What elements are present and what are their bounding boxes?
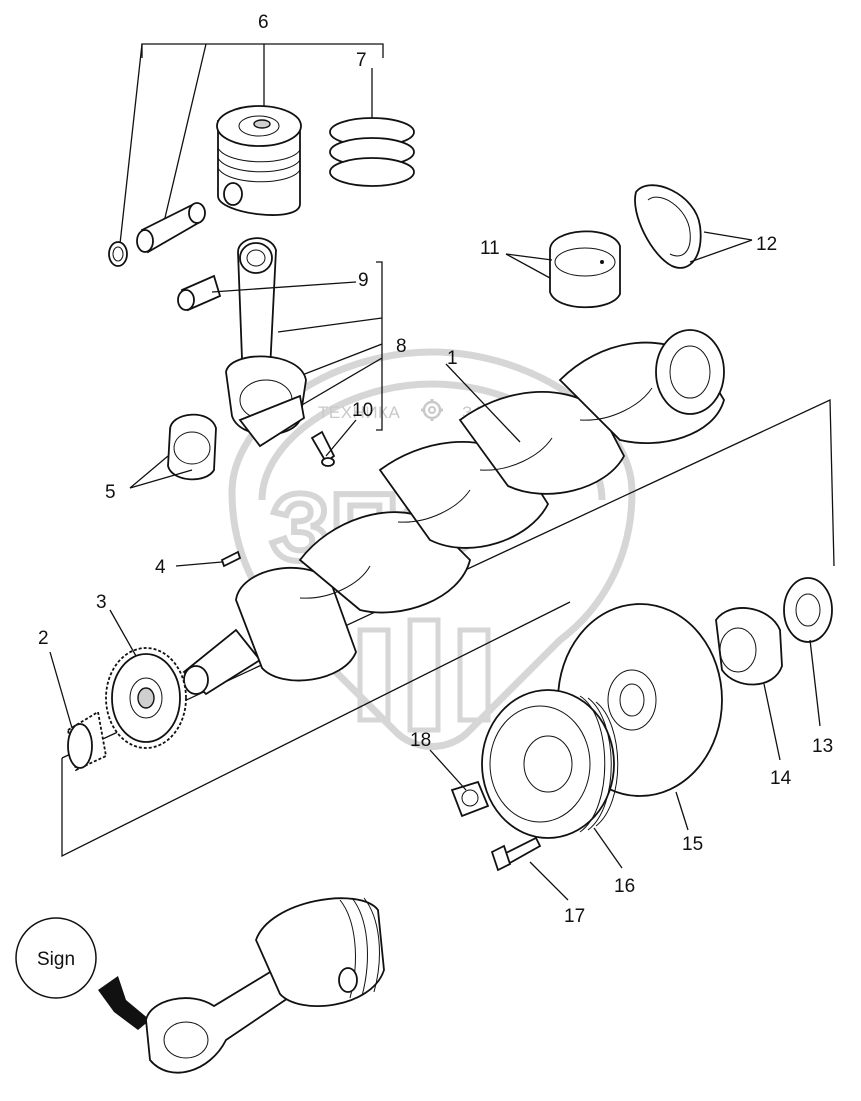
watermark-tower-middle (407, 617, 441, 733)
sign-label: Sign (37, 949, 75, 970)
callout-4: 4 (155, 557, 166, 578)
leader-lines (49, 68, 821, 901)
piston-pin (136, 202, 206, 254)
sign-inset: Sign (15, 897, 385, 1074)
callout-11: 11 (480, 238, 500, 259)
bracket-8 (247, 261, 383, 431)
callout-18: 18 (410, 730, 431, 751)
hub (715, 607, 783, 686)
nut (450, 780, 490, 818)
pulley (481, 689, 619, 839)
watermark-tower-right (457, 627, 491, 723)
callout-14: 14 (770, 768, 792, 789)
main-bearing-shells (549, 230, 621, 309)
callout-7: 7 (356, 50, 367, 71)
bracket-6 (117, 43, 384, 263)
callout-6: 6 (258, 12, 269, 33)
callout-13: 13 (812, 736, 833, 757)
watermark-text-left: ТЕХНИКА (318, 403, 400, 422)
watermark-tower-left (357, 627, 391, 723)
callout-17: 17 (564, 906, 585, 927)
key (220, 550, 242, 568)
pulley-bolt (490, 836, 542, 872)
arrow-icon (98, 976, 150, 1030)
sign-circle (15, 917, 97, 999)
rod-bearing-shells (167, 413, 217, 481)
callout-10: 10 (352, 400, 373, 421)
callout-8: 8 (396, 336, 407, 357)
callout-3: 3 (96, 592, 107, 613)
small-gear (66, 710, 108, 772)
spacer-ring (783, 577, 833, 643)
callout-5: 5 (105, 482, 116, 503)
connecting-rod (225, 237, 307, 448)
crankshaft (182, 329, 725, 696)
thrust-washers (634, 184, 702, 269)
piston (216, 105, 302, 216)
callout-16: 16 (614, 876, 635, 897)
callout-15: 15 (682, 834, 703, 855)
small-end-bushing (177, 274, 222, 312)
callout-9: 9 (358, 270, 369, 291)
gear-icon (421, 399, 443, 421)
callout-2: 2 (38, 628, 49, 649)
crank-gear (105, 647, 187, 749)
rod-bolt (310, 430, 336, 467)
piston-rings (329, 117, 415, 187)
callout-1: 1 (447, 348, 458, 369)
inset-connecting-rod (145, 897, 385, 1074)
callouts: 1 2 3 4 5 6 7 8 9 10 11 12 13 14 15 16 1… (38, 12, 833, 927)
circlip (108, 241, 128, 267)
callout-12: 12 (756, 234, 777, 255)
